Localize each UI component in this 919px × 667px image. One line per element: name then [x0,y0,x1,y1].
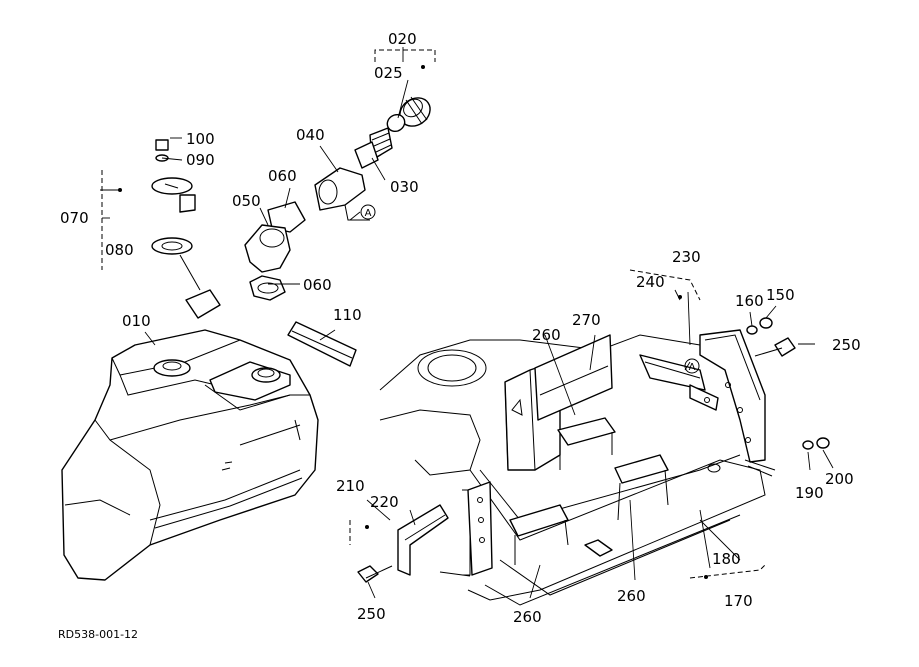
callout-260-bottom-left: 260 [513,608,542,626]
callout-200: 200 [825,470,854,488]
callout-060-lower: 060 [303,276,332,294]
callout-060-upper: 060 [268,167,297,185]
filler-cap-assembly [244,96,431,301]
callout-190: 190 [795,484,824,502]
callout-025: 025 [374,64,403,82]
leader-lines [100,47,834,599]
chassis-frame [379,334,766,606]
callout-100: 100 [186,130,215,148]
callout-040: 040 [296,126,325,144]
fuel-sender-unit [151,139,221,319]
callout-070: 070 [60,209,89,227]
callout-080: 080 [105,241,134,259]
callout-210: 210 [336,477,365,495]
harness-clamp-assembly [639,354,719,411]
callout-240: 240 [636,273,665,291]
fasteners [357,317,830,583]
drawing-code: RD538-001-12 [58,628,138,641]
group-brackets [101,49,766,579]
callout-010: 010 [122,312,151,330]
callout-020: 020 [388,30,417,48]
callout-250-right: 250 [832,336,861,354]
callout-170: 170 [724,592,753,610]
callout-160: 160 [735,292,764,310]
callout-250-left: 250 [357,605,386,623]
reference-marker-a-upper-label: A [365,208,372,219]
rh-bracket [699,329,776,477]
reference-marker-a-upper: A [360,204,376,220]
callout-180: 180 [712,550,741,568]
callout-030: 030 [390,178,419,196]
callout-numbers: 020 025 030 040 050 060 060 070 080 090 … [60,30,861,626]
lh-step-bracket [397,481,493,576]
reference-marker-a-lower: A [684,358,700,374]
fuel-tank [61,329,319,581]
callout-150: 150 [766,286,795,304]
callout-260-top: 260 [532,326,561,344]
callout-270: 270 [572,311,601,329]
callout-230: 230 [672,248,701,266]
callout-dots [118,65,708,579]
callout-090: 090 [186,151,215,169]
callout-050: 050 [232,192,261,210]
callout-260-bottom-right: 260 [617,587,646,605]
callout-110: 110 [333,306,362,324]
caution-label [287,321,357,367]
reference-marker-a-lower-label: A [689,362,696,373]
callout-220: 220 [370,493,399,511]
